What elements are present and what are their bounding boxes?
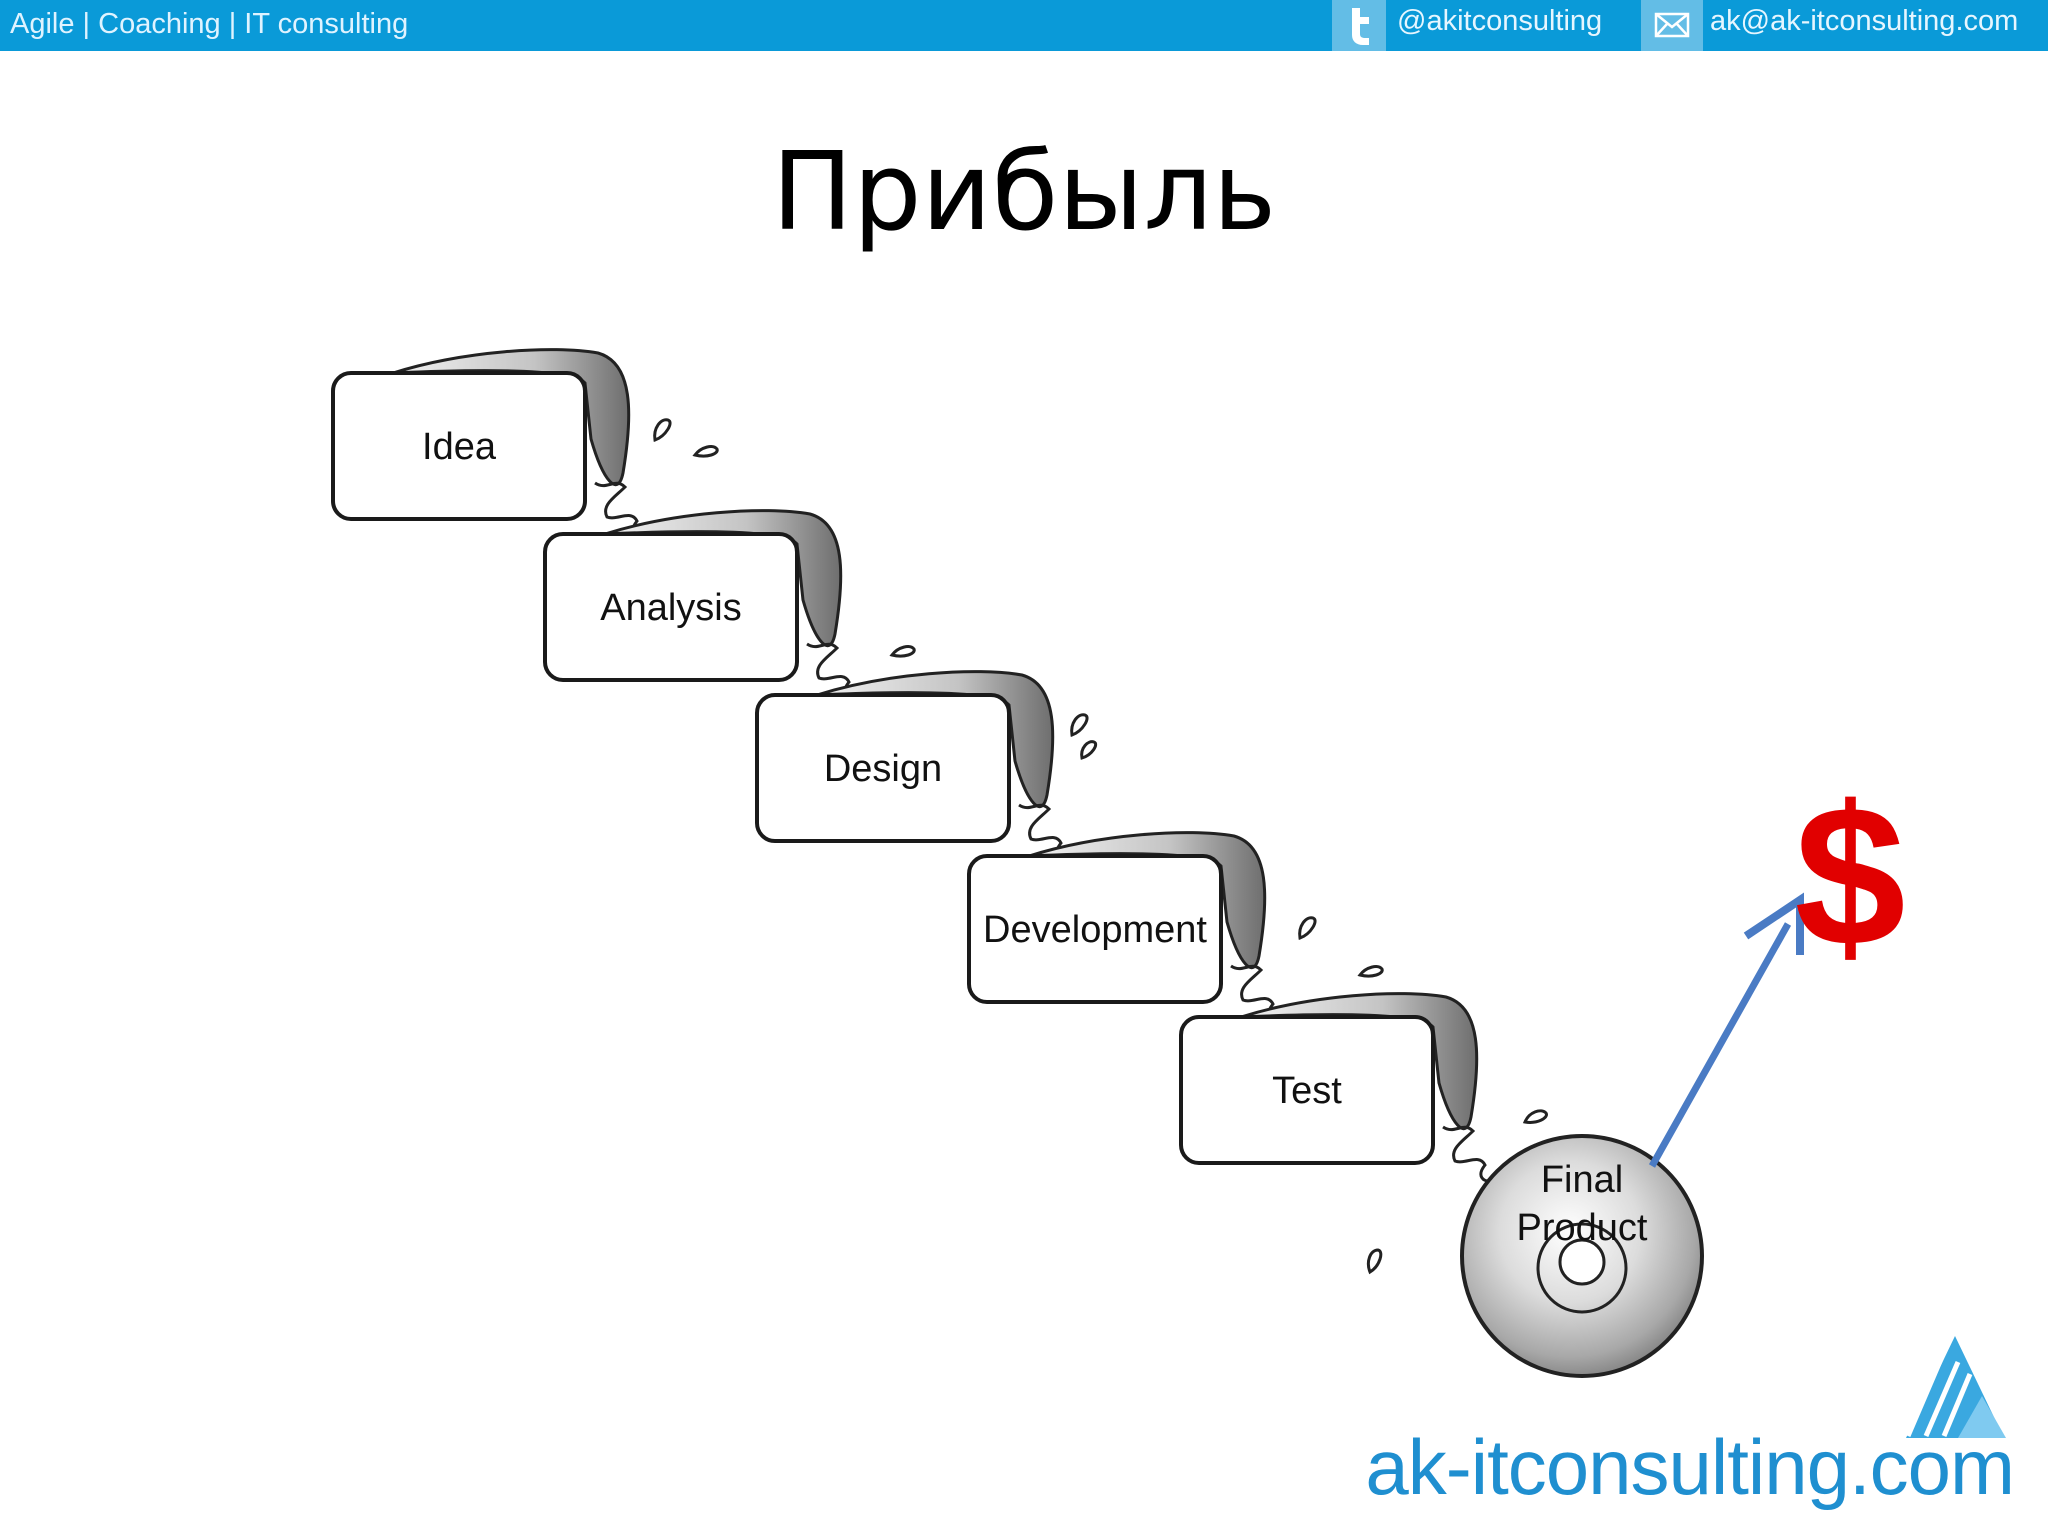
stage-box-idea: Idea <box>331 371 587 521</box>
stage-label: Test <box>1272 1070 1342 1112</box>
stage-box-test: Test <box>1179 1015 1435 1165</box>
stage-box-frame <box>1179 1015 1435 1165</box>
header-bar: Agile | Coaching | IT consulting @akitco… <box>0 0 2048 51</box>
stage-box-development: Development <box>967 854 1223 1004</box>
stage-box-frame <box>967 854 1223 1004</box>
final-product-disc: Final Product <box>1460 1134 1704 1378</box>
final-product-label-line1: Final <box>1541 1159 1623 1201</box>
stage-box-frame <box>331 371 587 521</box>
stage-box-frame <box>543 532 799 682</box>
final-product-label-line2: Product <box>1517 1207 1648 1249</box>
email-address[interactable]: ak@ak-itconsulting.com <box>1710 5 2019 37</box>
stage-label: Analysis <box>600 587 742 629</box>
stage-box-design: Design <box>755 693 1011 843</box>
water-droplets <box>653 418 1548 1275</box>
profit-arrow <box>1648 892 1804 1168</box>
twitter-handle[interactable]: @akitconsulting <box>1397 5 1603 37</box>
mail-icon[interactable] <box>1641 0 1703 51</box>
logo-text[interactable]: ak-itconsulting.com <box>1365 1423 2015 1511</box>
stage-box-analysis: Analysis <box>543 532 799 682</box>
stage-label: Development <box>983 909 1207 951</box>
twitter-icon[interactable] <box>1332 0 1386 51</box>
stage-label: Idea <box>422 426 497 468</box>
profit-dollar-sign: $ <box>1794 765 1905 988</box>
tagline: Agile | Coaching | IT consulting <box>10 8 409 40</box>
stage-label: Design <box>824 748 942 790</box>
slide-title: Прибыль <box>771 130 1277 255</box>
stage-box-frame <box>755 693 1011 843</box>
logo-triangle-icon <box>1905 1336 2006 1438</box>
